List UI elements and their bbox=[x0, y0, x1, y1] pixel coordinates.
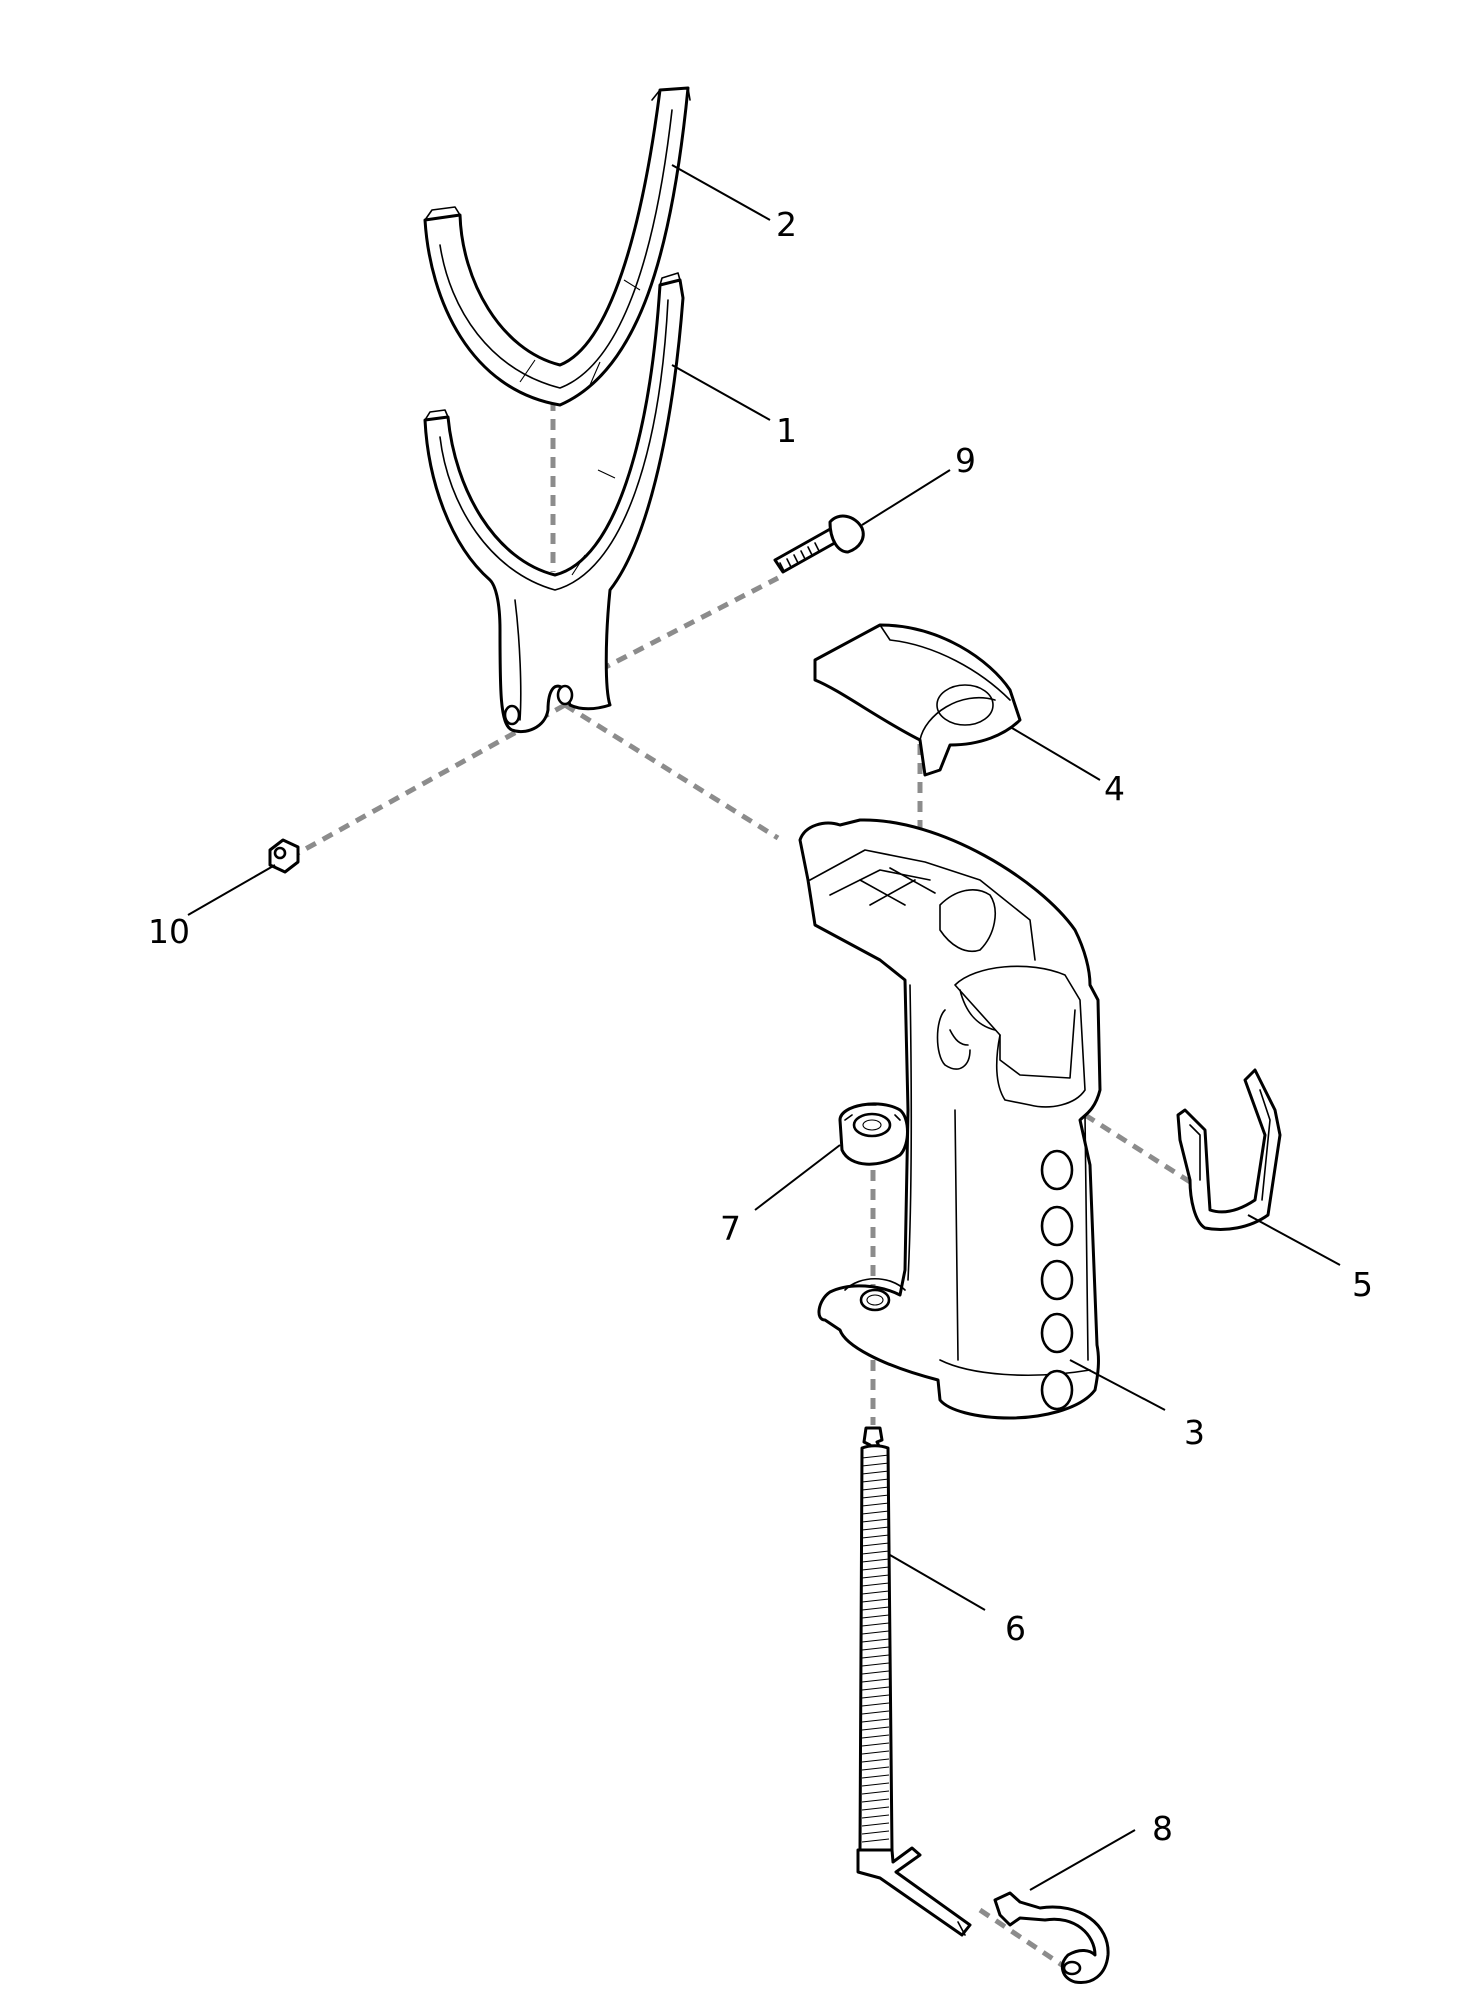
leader-5 bbox=[1247, 1214, 1341, 1266]
callout-4: 4 bbox=[1104, 769, 1125, 808]
rod-thread-marks bbox=[861, 1454, 890, 1843]
leader-7 bbox=[754, 1144, 841, 1211]
callout-6: 6 bbox=[1005, 1609, 1026, 1648]
leader-lines bbox=[187, 164, 1341, 1891]
callout-7: 7 bbox=[720, 1209, 741, 1248]
leader-9 bbox=[861, 469, 951, 526]
part-handle-body bbox=[798, 818, 1102, 1420]
leader-2 bbox=[671, 164, 771, 221]
part-nut bbox=[268, 838, 300, 874]
leader-3 bbox=[1069, 1359, 1166, 1411]
part-bolt bbox=[773, 514, 865, 574]
part-yoke-pad bbox=[423, 86, 691, 407]
callout-3: 3 bbox=[1184, 1413, 1205, 1452]
part-spring-clip bbox=[993, 1891, 1110, 1985]
assembly-lines bbox=[280, 400, 1197, 1968]
part-clip bbox=[1176, 1068, 1282, 1231]
part-top-cover bbox=[813, 623, 1022, 777]
callout-2: 2 bbox=[776, 205, 797, 244]
leader-8 bbox=[1029, 1829, 1136, 1891]
leader-4 bbox=[1011, 727, 1101, 781]
callout-9: 9 bbox=[955, 441, 976, 480]
callout-5: 5 bbox=[1352, 1265, 1373, 1304]
callout-1: 1 bbox=[776, 411, 797, 450]
leader-1 bbox=[671, 364, 771, 421]
leader-10 bbox=[187, 864, 276, 916]
callout-labels: 2 1 9 4 10 7 5 3 6 8 bbox=[148, 205, 1373, 1848]
part-bushing bbox=[838, 1102, 909, 1166]
leader-6 bbox=[889, 1554, 986, 1611]
part-threaded-rod bbox=[856, 1426, 972, 1937]
callout-10: 10 bbox=[148, 912, 190, 951]
callout-8: 8 bbox=[1152, 1809, 1173, 1848]
part-yoke bbox=[423, 272, 685, 734]
